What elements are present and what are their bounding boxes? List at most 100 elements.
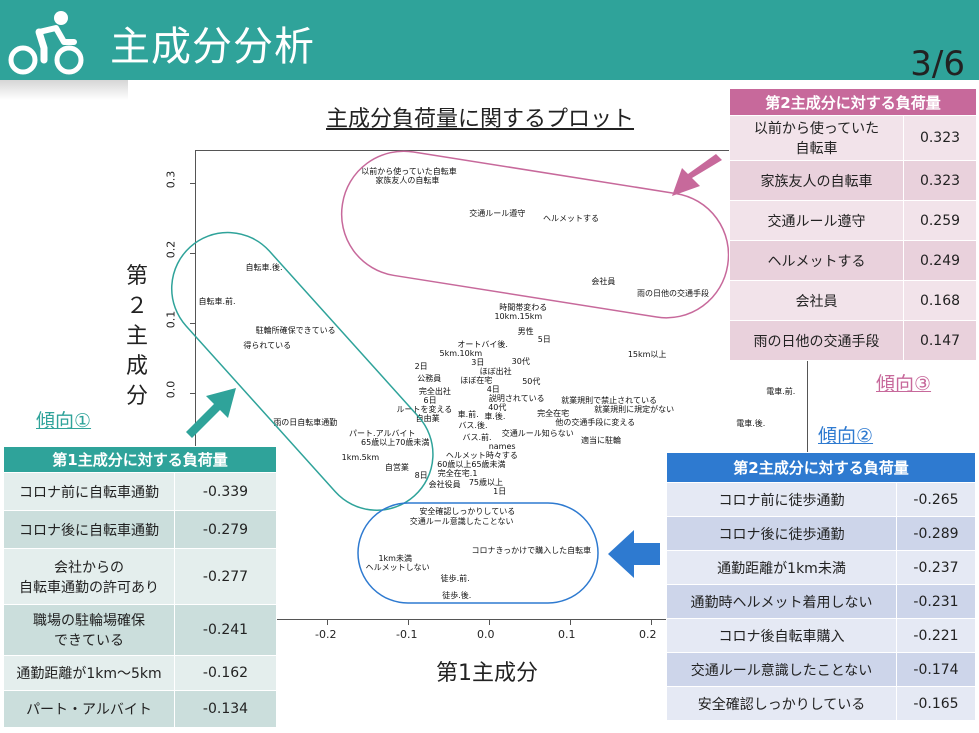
point-label: 75歳以上: [468, 478, 504, 488]
point-label: ほぼ在宅: [460, 375, 493, 385]
table-row: 通勤時ヘルメット着用しない-0.231: [666, 584, 976, 619]
table-row: 通勤距離が1km未満-0.237: [666, 550, 976, 585]
point-label: 会社役員: [428, 480, 461, 489]
point-label: 1km.5km: [341, 452, 380, 462]
item-cell: ヘルメットする: [729, 240, 904, 281]
value-cell: -0.339: [174, 472, 277, 511]
item-cell: コロナ後に徒歩通勤: [666, 516, 897, 551]
point-label: 就業規則で禁止されている: [561, 396, 657, 405]
point-label: ヘルメットする: [543, 214, 599, 223]
slide-header: 主成分分析: [0, 0, 979, 80]
table-header: 第2主成分に対する負荷量: [666, 452, 976, 483]
point-label: ヘルメット時々する: [445, 451, 518, 461]
value-cell: -0.241: [174, 604, 277, 656]
point-label: 適当に駐輪: [580, 435, 621, 445]
y-tick-mark: [190, 253, 195, 254]
item-cell: 会社員: [729, 280, 904, 321]
point-label: 交通ルール意識したことない: [409, 516, 514, 526]
point-label: ほぼ出社: [479, 366, 512, 376]
table-row: 職場の駐輪場確保 できている-0.241: [3, 604, 277, 656]
point-label: 会社員: [591, 277, 616, 286]
point-label: 自転車.前.: [198, 297, 236, 307]
table-row: パート・アルバイト-0.134: [3, 690, 277, 728]
item-cell: 職場の駐輪場確保 できている: [3, 604, 175, 656]
point-label: 公務員: [417, 374, 442, 384]
x-tick-mark: [489, 620, 490, 625]
point-label: 10km.15km: [494, 311, 543, 321]
trend3-label: 傾向③: [876, 373, 932, 395]
point-label: オートバイ後.: [457, 340, 508, 349]
value-cell: 0.323: [903, 115, 977, 161]
point-label: 電車.後.: [736, 419, 766, 429]
table-row: 通勤距離が1km～5km-0.162: [3, 655, 277, 691]
point-label: 8日: [414, 470, 428, 480]
x-tick-mark: [651, 620, 652, 625]
x-tick-mark: [408, 620, 409, 625]
point-label: 4日: [486, 384, 500, 394]
value-cell: 0.323: [903, 160, 977, 201]
y-tick-mark: [190, 323, 195, 324]
point-label: ヘルメットしない: [365, 562, 430, 572]
point-label: コロナきっかけで購入した自転車: [471, 545, 592, 555]
item-cell: 安全確認しっかりしている: [666, 686, 897, 721]
page-number: 3/6: [910, 44, 965, 84]
point-label: 30代: [511, 356, 530, 366]
value-cell: -0.162: [174, 655, 277, 691]
value-cell: 0.249: [903, 240, 977, 281]
point-label: 車.前.: [457, 410, 479, 419]
value-cell: -0.134: [174, 690, 277, 728]
point-label: 説明されている: [488, 393, 545, 403]
point-label: 6日: [423, 395, 437, 405]
value-cell: -0.265: [896, 482, 976, 517]
y-axis-label: 第２主成分: [125, 264, 148, 409]
item-cell: コロナ後自転車購入: [666, 618, 897, 653]
point-label: 完全在宅.1: [437, 469, 478, 479]
x-tick-mark: [327, 620, 328, 625]
table-header: 第1主成分に対する負荷量: [3, 446, 277, 473]
table-row: 会社からの 自転車通勤の許可あり-0.277: [3, 548, 277, 605]
item-cell: 雨の日他の交通手段: [729, 320, 904, 361]
item-cell: パート・アルバイト: [3, 690, 175, 728]
point-label: 自営業: [384, 463, 409, 473]
item-cell: 交通ルール遵守: [729, 200, 904, 241]
value-cell: -0.277: [174, 548, 277, 605]
point-label: 60歳以上65歳未満: [437, 459, 506, 469]
point-label: 15km以上: [627, 349, 667, 359]
chart-title: 主成分負荷量に関するプロット: [326, 107, 635, 132]
point-label: 完全出社: [418, 386, 451, 396]
point-label: 5km.10km: [439, 348, 483, 358]
trend2-label: 傾向②: [818, 425, 874, 447]
point-label: 得られている: [243, 340, 292, 350]
table-row: コロナ後に自転車通勤-0.279: [3, 510, 277, 549]
value-cell: -0.231: [896, 584, 976, 619]
x-tick-mark: [570, 620, 571, 625]
value-cell: -0.237: [896, 550, 976, 585]
point-label: パート.アルバイト: [349, 428, 416, 438]
table-row: コロナ後に徒歩通勤-0.289: [666, 516, 976, 551]
point-label: 以前から使っていた自転車: [361, 167, 457, 177]
y-tick-mark: [190, 393, 195, 394]
point-label: 3日: [471, 357, 485, 367]
item-cell: 交通ルール意識したことない: [666, 652, 897, 687]
trend1-label: 傾向①: [36, 410, 92, 432]
point-label: 雨の日他の交通手段: [637, 288, 710, 298]
table-header: 第2主成分に対する負荷量: [729, 88, 977, 116]
point-label: 65歳以上70歳未満: [361, 438, 430, 448]
value-cell: -0.279: [174, 510, 277, 549]
point-label: 他の交通手段に変える: [555, 417, 636, 427]
point-label: 男性: [517, 326, 534, 336]
point-label: 完全在宅: [537, 409, 570, 419]
x-tick-label: 0.2: [639, 628, 657, 641]
point-label: 自由業: [415, 414, 440, 424]
point-label: 交通ルール遵守: [469, 209, 526, 219]
y-tick-mark: [190, 183, 195, 184]
value-cell: -0.221: [896, 618, 976, 653]
table-row: コロナ前に徒歩通勤-0.265: [666, 482, 976, 517]
item-cell: 通勤距離が1km未満: [666, 550, 897, 585]
x-tick-label: -0.1: [396, 628, 418, 641]
